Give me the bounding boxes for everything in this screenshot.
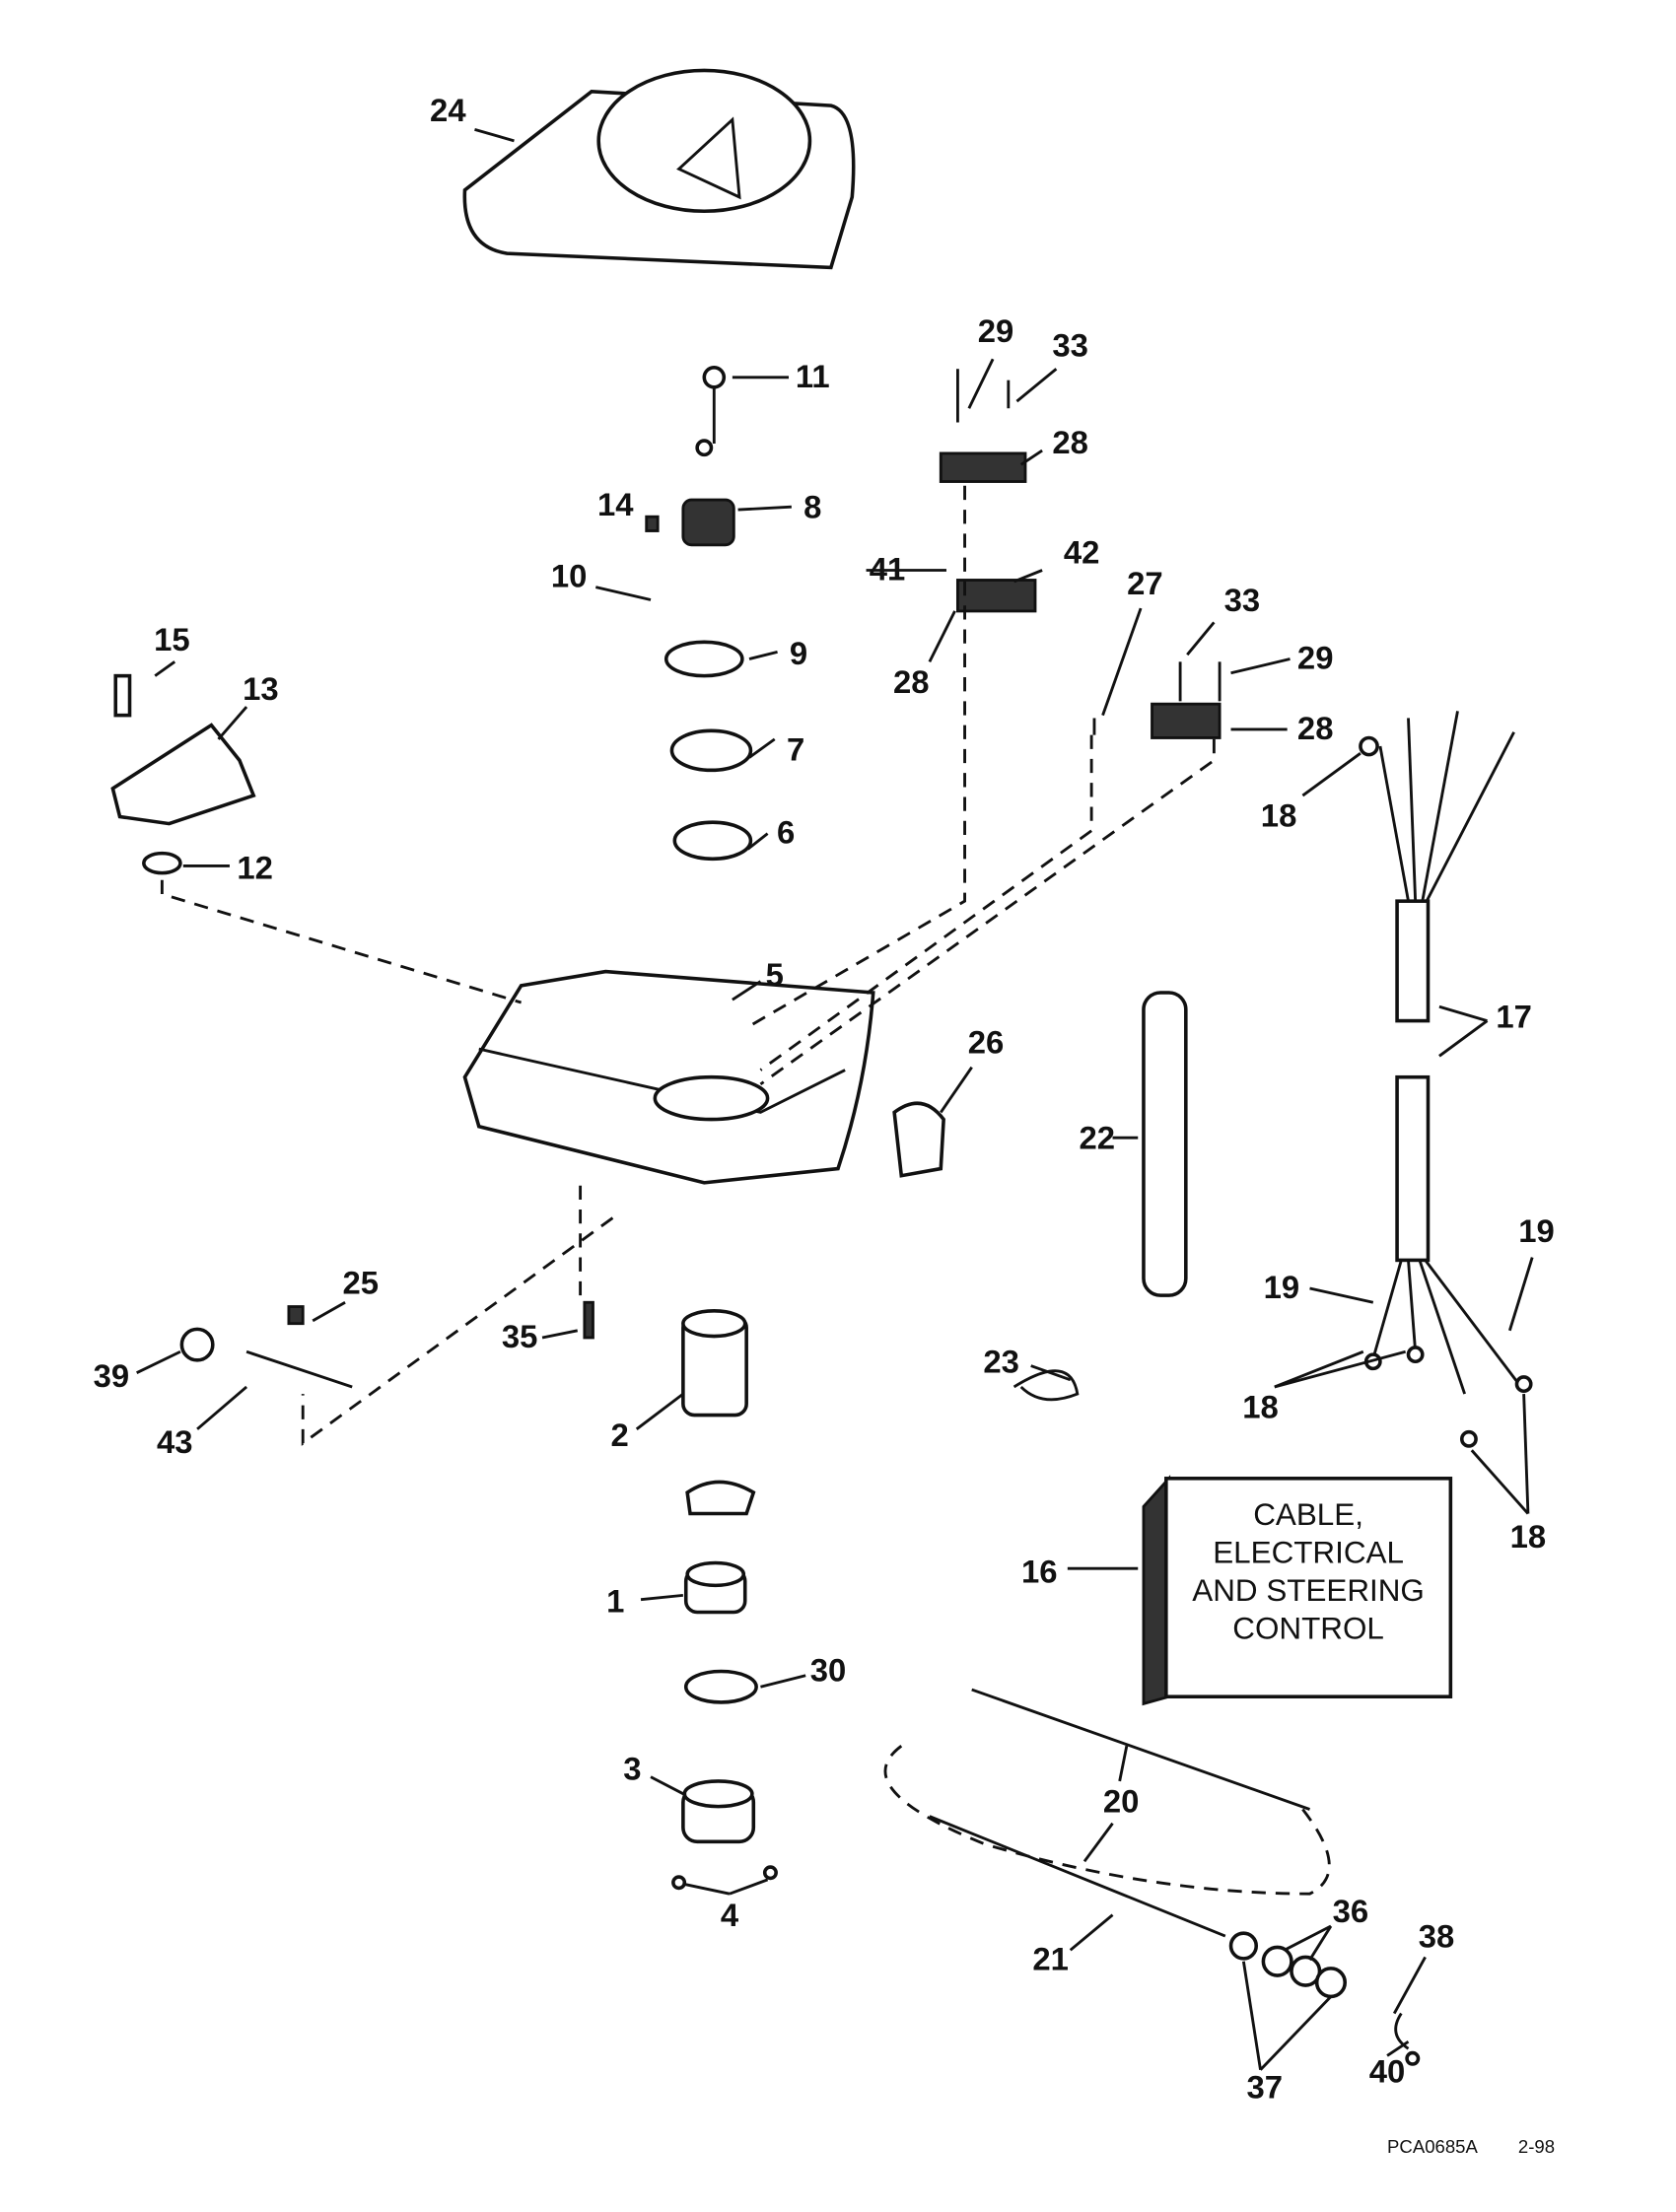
callout-4: 4: [721, 1897, 739, 1933]
box-label-line: CABLE,: [1253, 1497, 1363, 1532]
callout-14: 14: [597, 486, 634, 522]
callout-40: 40: [1369, 2053, 1406, 2090]
top-cover-24: [462, 68, 856, 270]
callout-12: 12: [237, 849, 273, 885]
callout-5: 5: [766, 956, 784, 993]
callout-6: 6: [777, 814, 795, 851]
screw-35: [583, 1300, 594, 1340]
bearing-9: [663, 640, 744, 678]
cable-17: [1359, 711, 1533, 1448]
callout-30: 30: [810, 1651, 847, 1688]
callout-19: 19: [1518, 1212, 1555, 1249]
callout-3: 3: [623, 1750, 641, 1786]
footer-date: 2-98: [1518, 2136, 1555, 2157]
clamp-26: [892, 1101, 945, 1178]
callout-24: 24: [430, 92, 466, 128]
callout-22: 22: [1080, 1120, 1116, 1156]
callout-15: 15: [154, 621, 190, 657]
callout-29: 29: [978, 312, 1014, 349]
callout-11: 11: [796, 358, 830, 394]
callout-19: 19: [1264, 1269, 1300, 1305]
callout-18: 18: [1510, 1518, 1547, 1555]
collar-3: [671, 1779, 778, 1891]
callout-25: 25: [343, 1265, 380, 1301]
callout-23: 23: [983, 1344, 1019, 1380]
callout-37: 37: [1247, 2068, 1284, 2105]
callout-2: 2: [610, 1417, 628, 1453]
gear-plate-13: [110, 673, 256, 875]
callout-33: 33: [1224, 582, 1261, 618]
callout-9: 9: [790, 635, 807, 671]
bearing-30: [683, 1669, 758, 1704]
clip-23: [1013, 1369, 1080, 1402]
ring-7: [669, 728, 753, 773]
steering-cable-20: [883, 1688, 1421, 2066]
callout-17: 17: [1496, 999, 1532, 1035]
washer-6: [672, 820, 753, 862]
callout-33: 33: [1052, 326, 1088, 363]
bearing-1: [683, 1560, 747, 1615]
tube-22: [1142, 991, 1188, 1297]
callout-7: 7: [787, 730, 804, 767]
callout-18: 18: [1242, 1388, 1279, 1424]
housing-5: [462, 969, 875, 1185]
callout-26: 26: [968, 1023, 1005, 1060]
ground-strap-43: [179, 1305, 353, 1389]
callout-16: 16: [1021, 1554, 1058, 1590]
box-label-line: CONTROL: [1232, 1612, 1384, 1646]
footer-code: PCA0685A: [1387, 2136, 1478, 2157]
callout-20: 20: [1103, 1782, 1140, 1819]
callout-1: 1: [606, 1583, 624, 1620]
leader-lines: [136, 128, 1534, 2071]
pin-10-14: [594, 515, 660, 601]
shaft-11: [695, 366, 727, 457]
callout-13: 13: [243, 670, 279, 707]
box-label-line: AND STEERING: [1192, 1573, 1425, 1608]
callout-43: 43: [157, 1423, 193, 1460]
key: [685, 1480, 756, 1516]
callouts: 24 11 29 33 28 14 8 10 41 42 9 28 27 33 …: [94, 92, 1555, 2105]
bushing-2: [681, 1309, 748, 1417]
callout-28: 28: [893, 663, 930, 700]
callout-38: 38: [1419, 1917, 1455, 1954]
callout-8: 8: [803, 489, 821, 525]
callout-29: 29: [1297, 639, 1334, 675]
assembly-lines: [160, 485, 1216, 1446]
box-label-line: ELECTRICAL: [1213, 1536, 1404, 1570]
callout-18: 18: [1261, 796, 1297, 833]
callout-42: 42: [1064, 533, 1100, 570]
callout-36: 36: [1333, 1893, 1369, 1929]
box-label: CABLE, ELECTRICAL AND STEERING CONTROL: [1192, 1497, 1425, 1646]
brush-holders-28: [939, 369, 1222, 739]
callout-35: 35: [502, 1318, 538, 1354]
callout-28: 28: [1297, 710, 1334, 746]
callout-28: 28: [1052, 424, 1088, 460]
callout-10: 10: [551, 558, 588, 594]
box-16: [1142, 1475, 1453, 1706]
callout-27: 27: [1127, 565, 1163, 601]
callout-41: 41: [870, 550, 906, 587]
callout-21: 21: [1032, 1940, 1069, 1976]
gear-8: [681, 498, 735, 547]
callout-39: 39: [94, 1357, 130, 1394]
